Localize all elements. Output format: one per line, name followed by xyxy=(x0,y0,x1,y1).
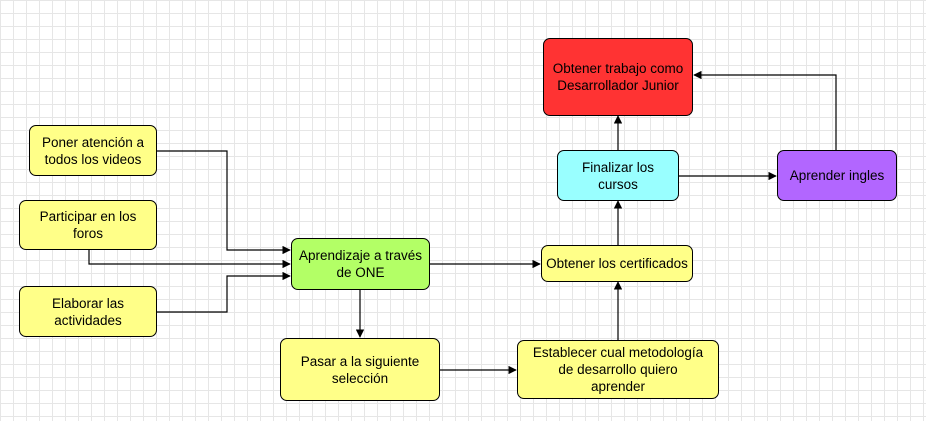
node-obtener-certificados[interactable]: Obtener los certificados xyxy=(541,245,693,282)
node-label: Elaborar las actividades xyxy=(51,295,125,328)
node-establecer-metodologia[interactable]: Establecer cual metodología de desarroll… xyxy=(517,340,719,399)
node-label: Aprender ingles xyxy=(789,168,885,183)
node-finalizar-cursos[interactable]: Finalizar los cursos xyxy=(557,150,679,201)
node-label: Obtener trabajo como Desarrollador Junio… xyxy=(552,61,684,93)
edge-elaborar-to-aprendizaje xyxy=(157,271,291,313)
node-label: Poner atención a todos los videos xyxy=(41,134,145,167)
node-label: Aprendizaje a través de ONE xyxy=(298,248,423,280)
node-participar-foros[interactable]: Participar en los foros xyxy=(19,200,157,250)
node-label: Obtener los certificados xyxy=(546,256,688,271)
node-label: Participar en los foros xyxy=(39,209,137,241)
node-aprender-ingles[interactable]: Aprender ingles xyxy=(777,150,897,201)
node-elaborar-actividades[interactable]: Elaborar las actividades xyxy=(19,286,157,337)
node-label: Pasar a la siguiente selección xyxy=(300,353,420,386)
node-pasar-seleccion[interactable]: Pasar a la siguiente selección xyxy=(280,338,440,401)
edge-aprender-to-trabajo xyxy=(693,70,837,150)
node-aprendizaje-one[interactable]: Aprendizaje a través de ONE xyxy=(291,238,430,290)
node-obtener-trabajo[interactable]: Obtener trabajo como Desarrollador Junio… xyxy=(543,38,693,116)
edge-participar-to-aprendizaje xyxy=(88,250,291,269)
node-label: Establecer cual metodología de desarroll… xyxy=(532,345,704,394)
edge-poner-to-aprendizaje xyxy=(157,150,291,255)
node-label: Finalizar los cursos xyxy=(581,159,655,192)
node-poner-atencion[interactable]: Poner atención a todos los videos xyxy=(29,125,157,176)
